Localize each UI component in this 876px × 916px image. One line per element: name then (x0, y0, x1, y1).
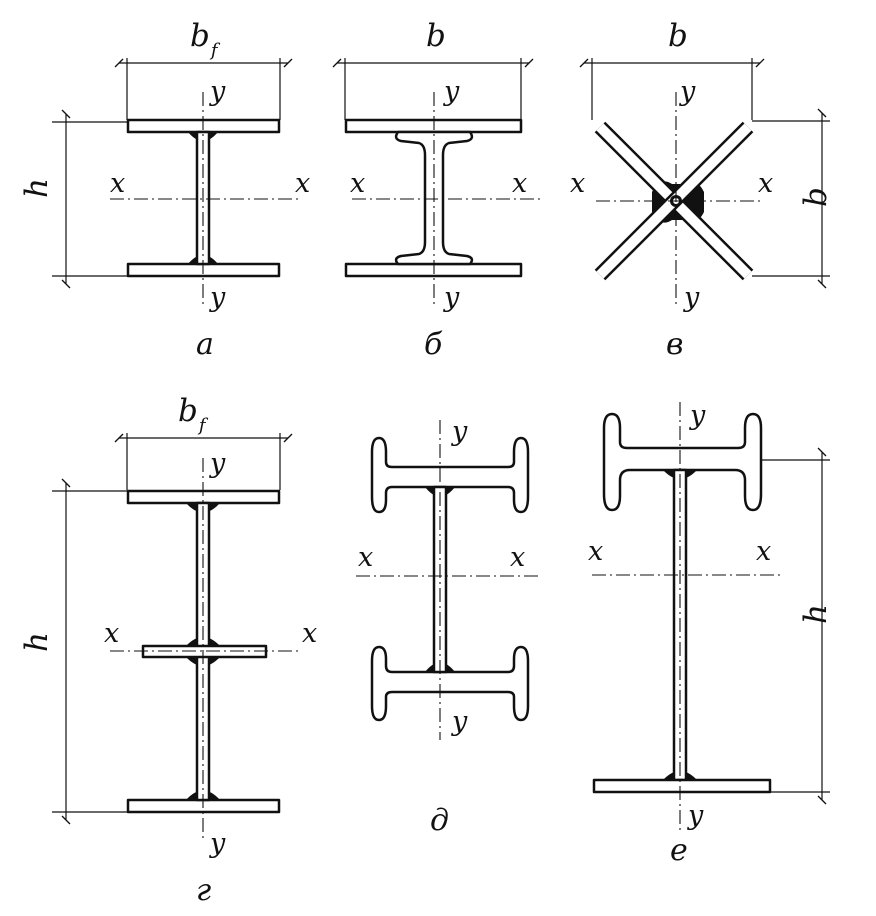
dim-h-a: h (19, 178, 55, 198)
axis-label-x-left-d: x (358, 542, 373, 573)
axis-label-y-bottom-b: y (443, 282, 460, 313)
axis-label-y-top-v: y (679, 76, 696, 107)
caption-d: д (430, 803, 449, 838)
dim-b-side-v: b (798, 187, 834, 207)
axis-label-x-left-g: x (104, 618, 119, 649)
axis-label-y-bottom-a: y (209, 282, 226, 313)
dim-b-top-v: b (668, 18, 688, 54)
axis-label-x-right-d: x (510, 542, 525, 573)
dim-h-g: h (19, 632, 55, 652)
caption-b: б (424, 327, 443, 362)
dim-bf-g: bf (178, 393, 209, 436)
axis-label-y-bottom-v: y (683, 282, 700, 313)
axis-label-x-right-a: x (295, 168, 310, 199)
caption-a: а (196, 327, 214, 362)
dim-b-b: b (426, 18, 446, 54)
caption-g: г (196, 873, 211, 908)
axis-label-y-bottom-g: y (209, 828, 226, 859)
axis-label-x-right-e: x (756, 536, 771, 567)
section-b: b y y x x б (332, 18, 540, 362)
caption-v: в (666, 327, 683, 362)
section-e: h y y x x е (588, 400, 834, 868)
axis-label-y-bottom-e: y (687, 800, 704, 831)
axis-label-x-left-b: x (350, 168, 365, 199)
axis-label-x-left-a: x (110, 168, 125, 199)
axis-label-y-bottom-d: y (451, 706, 468, 737)
axis-label-y-top-b: y (443, 76, 460, 107)
section-g: bf h y y x x г (19, 393, 317, 908)
dim-h-e: h (798, 604, 834, 624)
section-d: y y x x д (356, 416, 540, 838)
axis-label-x-left-e: x (588, 536, 603, 567)
axis-label-y-top-a: y (209, 76, 226, 107)
section-a: bf h y y x x а (19, 18, 310, 362)
axis-label-y-top-e: y (689, 400, 706, 431)
caption-e: е (670, 833, 688, 868)
axis-label-x-left-v: x (570, 168, 585, 199)
axis-label-y-top-d: y (451, 416, 468, 447)
axis-label-y-top-g: y (209, 448, 226, 479)
section-v: b b y y x x в (570, 18, 834, 362)
dim-bf-a: bf (190, 18, 221, 61)
axis-label-x-right-b: x (512, 168, 527, 199)
axis-label-x-right-v: x (758, 168, 773, 199)
axis-label-x-right-g: x (302, 618, 317, 649)
